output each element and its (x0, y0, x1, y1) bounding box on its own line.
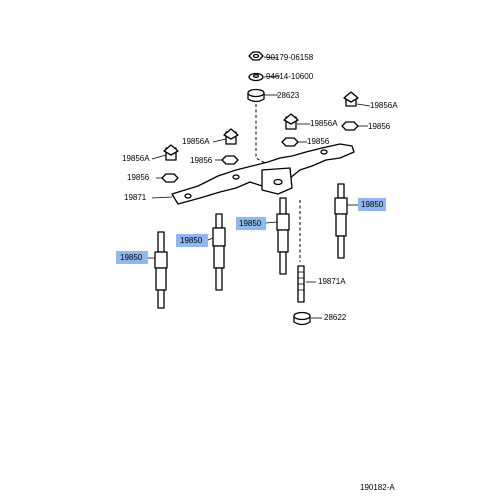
callout-19856-farleft[interactable]: 19856 (127, 173, 150, 182)
washer-19856-mid[interactable] (281, 137, 299, 147)
busbar-19871[interactable] (171, 143, 355, 205)
callout-19856-right[interactable]: 19856 (368, 122, 391, 131)
callout-19856-center[interactable]: 19856 (190, 156, 213, 165)
callout-94614-10600[interactable]: 94614-10600 (266, 72, 314, 81)
callout-19850-2[interactable]: 19850 (180, 236, 203, 245)
glow-plug-19850-1[interactable] (154, 231, 168, 309)
callout-19850-3[interactable]: 19850 (239, 219, 262, 228)
callout-19856a-farleft[interactable]: 19856A (122, 154, 150, 163)
glow-plug-19850-2[interactable] (212, 213, 226, 291)
bolt-19856a-left[interactable] (223, 128, 239, 145)
nut-19856-right[interactable] (341, 121, 359, 131)
callout-19856a-mid[interactable]: 19856A (310, 119, 338, 128)
bolt-19856a-farleft[interactable] (163, 144, 179, 161)
insulator-28623[interactable] (247, 88, 265, 103)
bolt-19856a-mid[interactable] (283, 113, 299, 130)
callout-28623[interactable]: 28623 (277, 91, 300, 100)
nut-19856-farleft[interactable] (161, 173, 179, 183)
glow-plug-19850-3[interactable] (276, 197, 290, 275)
callout-28622[interactable]: 28622 (324, 313, 347, 322)
callout-90179-06158[interactable]: 90179-06158 (266, 53, 314, 62)
glow-plug-19850-4[interactable] (334, 183, 348, 259)
diagram-id: 190182-A (360, 483, 395, 492)
callout-19871[interactable]: 19871 (124, 193, 147, 202)
highlight-19850-4 (358, 198, 386, 211)
stud-19871a[interactable] (297, 265, 305, 303)
callout-19856a-left[interactable]: 19856A (182, 137, 210, 146)
nut-19856-center[interactable] (221, 155, 239, 165)
bolt-19856a-right[interactable] (343, 91, 359, 107)
nut-90179[interactable] (248, 51, 264, 61)
highlight-19850-3 (236, 217, 266, 230)
callout-19871a[interactable]: 19871A (318, 277, 346, 286)
callout-19850-1[interactable]: 19850 (120, 253, 143, 262)
callout-19856a-right[interactable]: 19856A (370, 101, 398, 110)
highlight-19850-2 (176, 234, 208, 247)
callout-19850-4[interactable]: 19850 (361, 200, 384, 209)
callout-19856-mid[interactable]: 19856 (307, 137, 330, 146)
nut-28622[interactable] (293, 311, 311, 326)
highlight-19850-1 (116, 251, 148, 264)
washer-94614[interactable] (248, 72, 264, 82)
